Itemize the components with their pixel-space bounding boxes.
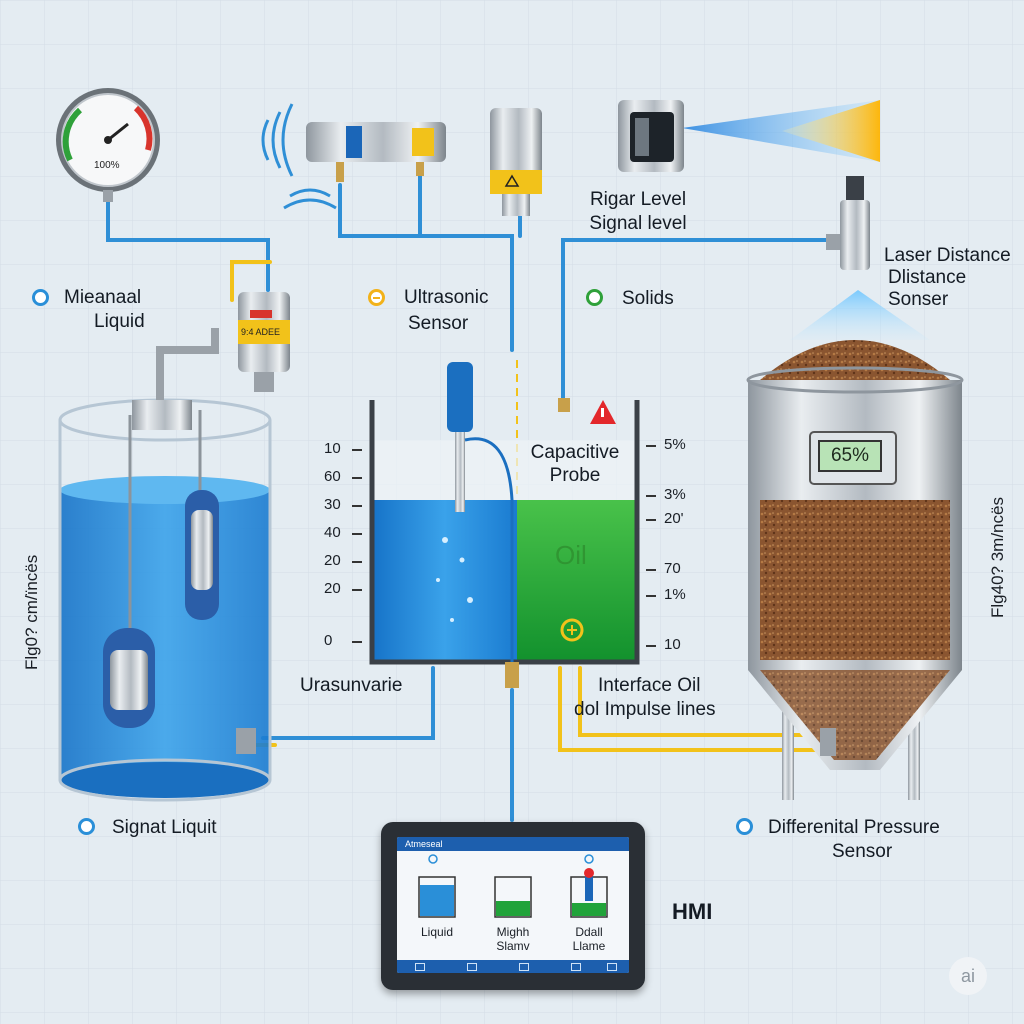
left-scale-tick: 20: [324, 580, 341, 597]
right-scale-tick: 5%: [664, 436, 686, 453]
hmi-tab-5[interactable]: [607, 963, 617, 971]
hmi-tab-1[interactable]: [415, 963, 425, 971]
ultrasonic-dot: [368, 289, 385, 306]
radar-level-label-1: Rigar Level: [589, 189, 687, 210]
ai-badge: ai: [949, 957, 987, 995]
laser-transmitter: [618, 100, 880, 172]
differential-pressure-dot: [736, 818, 753, 835]
hmi-graphics: [418, 854, 608, 918]
solids-dot: [586, 289, 603, 306]
hmi-item-mighh[interactable]: Mighh Slamv: [483, 925, 543, 953]
left-scale-tick: 40: [324, 524, 341, 541]
hmi-item-ddall[interactable]: Ddall Llame: [559, 925, 619, 953]
signal-lines: [106, 168, 837, 822]
left-scale-mark: [352, 505, 362, 507]
left-scale-tick: 0: [324, 632, 333, 649]
hmi-label: HMI: [672, 899, 713, 924]
gauge-reading: 100%: [94, 160, 120, 171]
right-scale-tick: 10: [664, 636, 681, 653]
pressure-gauge: [56, 88, 160, 202]
capacitive-probe-label-2: Probe: [549, 465, 601, 486]
hmi-tab-4[interactable]: [571, 963, 581, 971]
radar-level-probe: [490, 108, 542, 216]
hmi-item-liquid[interactable]: Liquid: [407, 925, 467, 939]
silo-panel-display: 65%: [818, 440, 882, 472]
hmi-item-ddall-label-1: Ddall: [575, 925, 603, 939]
right-vertical-label: Flg40? 3m/ncës: [988, 497, 1007, 618]
mechanical-liquid-dot: [32, 289, 49, 306]
hmi-item-liquid-label: Liquid: [420, 925, 454, 939]
mechanical-liquid-label-2: Liquid: [94, 311, 145, 332]
right-scale-tick: 70: [664, 560, 681, 577]
oil-label: Oil: [555, 540, 587, 570]
left-scale-mark: [352, 561, 362, 563]
interface-oil-label-1: Interface Oil: [598, 675, 701, 696]
ultrasonic-transducer: [261, 103, 446, 210]
left-scale-tick: 20: [324, 552, 341, 569]
hmi-item-ddall-label-2: Llame: [572, 939, 606, 953]
right-scale-tick: 3%: [664, 486, 686, 503]
hmi-tab-2[interactable]: [467, 963, 477, 971]
right-scale-mark: [646, 519, 656, 521]
left-scale-tick: 10: [324, 440, 341, 457]
left-scale-tick: 30: [324, 496, 341, 513]
capacitive-probe-label-1: Capacitive: [530, 442, 620, 463]
ultrasonic-label-2: Sensor: [408, 313, 469, 334]
right-scale-tick: 20': [664, 510, 684, 527]
laser-distance-label-3: Sonser: [888, 289, 949, 310]
differential-pressure-label-1: Differenital Pressure: [768, 817, 940, 838]
radar-level-label-2: Signal level: [589, 213, 687, 234]
right-scale-mark: [646, 495, 656, 497]
hmi-tab-3[interactable]: [519, 963, 529, 971]
laser-distance-label-1: Laser Distance: [884, 245, 1011, 266]
right-scale-mark: [646, 645, 656, 647]
laser-distance-label-2: Dlistance: [888, 267, 967, 288]
urasunvarie-label: Urasunvarie: [300, 675, 403, 696]
left-scale-mark: [352, 449, 362, 451]
left-tank: [58, 328, 272, 802]
right-scale-mark: [646, 569, 656, 571]
mechanical-liquid-label-1: Mieanaal: [64, 287, 142, 308]
float-level-transmitter: [238, 292, 290, 392]
differential-pressure-label-2: Sensor: [832, 841, 893, 862]
laser-distance-sensor: [790, 176, 930, 340]
right-scale-mark: [646, 595, 656, 597]
left-scale-mark: [352, 533, 362, 535]
signal-liquid-label: Signat Liquit: [112, 817, 217, 838]
transmitter-display: 9:4 ADEE: [241, 327, 281, 337]
solids-label: Solids: [622, 288, 674, 309]
left-vertical-label: Flg0? cm/ïncës: [22, 554, 41, 670]
ultrasonic-label-1: Ultrasonic: [404, 287, 489, 308]
left-scale-mark: [352, 641, 362, 643]
right-scale-mark: [646, 445, 656, 447]
hmi-tablet[interactable]: Atmeseal Liquid Mighh Slamv Ddall Llame: [381, 822, 645, 990]
interface-oil-label-2: dol Impulse lines: [574, 699, 716, 720]
left-scale-tick: 60: [324, 468, 341, 485]
left-scale-mark: [352, 477, 362, 479]
hmi-title: Atmeseal: [397, 837, 629, 851]
center-tank: [369, 362, 640, 688]
hmi-footer: [397, 960, 629, 973]
right-scale-tick: 1%: [664, 586, 686, 603]
signal-liquid-dot: [78, 818, 95, 835]
hmi-item-mighh-label-1: Mighh: [496, 925, 530, 939]
hmi-item-mighh-label-2: Slamv: [496, 939, 530, 953]
left-scale-mark: [352, 589, 362, 591]
hmi-screen[interactable]: Atmeseal Liquid Mighh Slamv Ddall Llame: [397, 837, 629, 973]
